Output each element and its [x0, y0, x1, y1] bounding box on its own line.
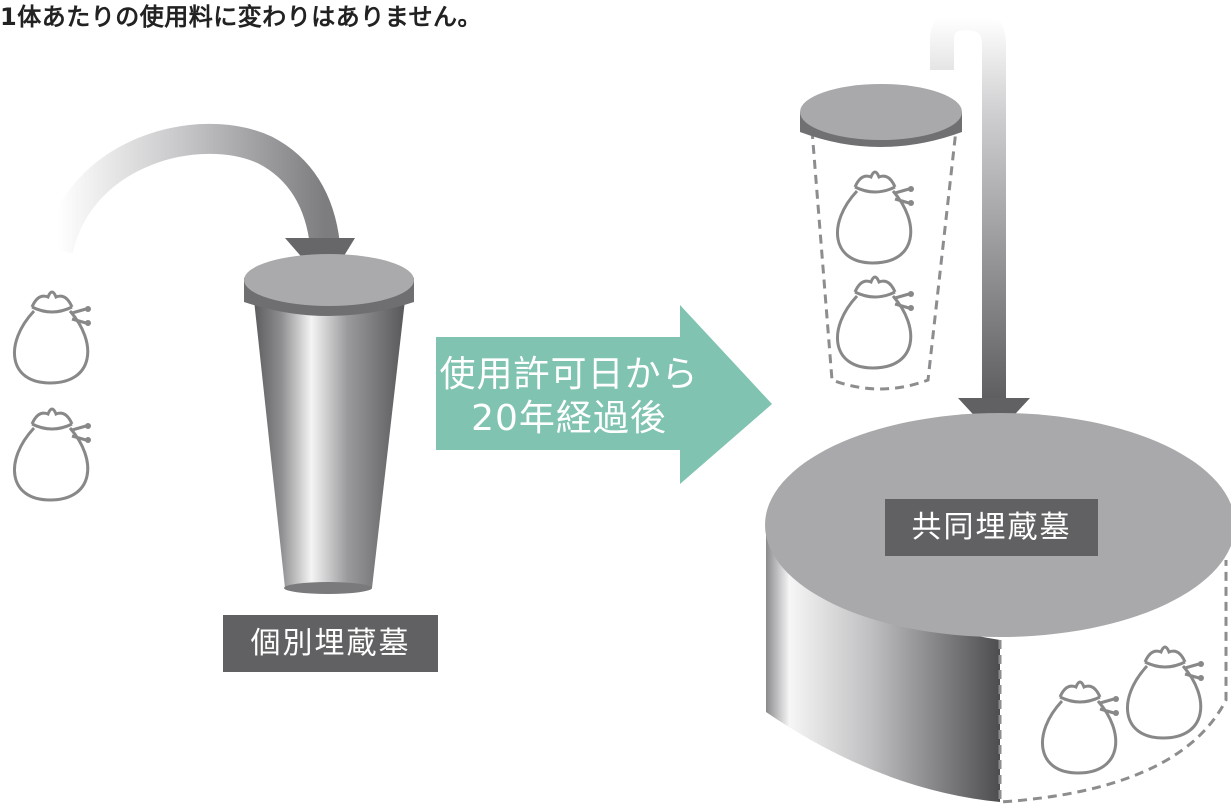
bag-icon	[1040, 680, 1121, 775]
transition-arrow-line2: 20年経過後	[471, 398, 667, 439]
individual-grave-body	[254, 300, 405, 588]
bag-icon	[835, 170, 916, 265]
bag-icon	[12, 290, 93, 385]
individual-grave-label: 個別埋蔵墓	[223, 615, 438, 672]
individual-grave-lid	[244, 254, 414, 306]
dashed-container	[810, 129, 958, 391]
transition-arrow-line1: 使用許可日から	[439, 354, 699, 395]
dashed-container-lid	[800, 84, 962, 140]
transition-arrow-label: 使用許可日から 20年経過後	[436, 353, 702, 441]
caption-text: 1体あたりの使用料に変わりはありません。	[0, 3, 482, 31]
transition-arrow	[436, 305, 772, 484]
curved-arrow-body	[43, 123, 340, 254]
bag-icon	[12, 407, 93, 502]
bag-icon	[1125, 645, 1206, 740]
bag-icon	[835, 275, 916, 370]
transfer-arrow-body	[930, 5, 1006, 400]
common-grave-label: 共同埋蔵墓	[885, 499, 1098, 556]
